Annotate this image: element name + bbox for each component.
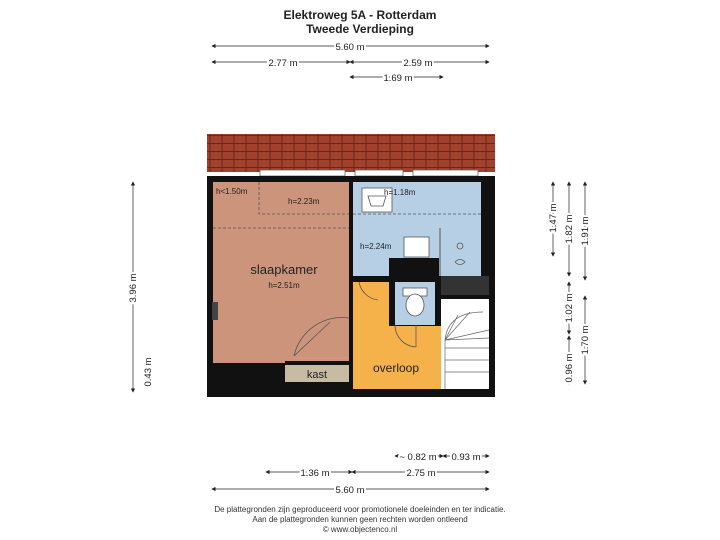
dim-right-3: 1.91 m [580,216,591,245]
roof-tiles [207,134,495,172]
dim-bottom-left: 1.36 m [300,468,329,479]
bedroom-floor [213,182,349,363]
plan-subtitle: Tweede Verdieping [306,22,414,36]
bedroom-name: slaapkamer [250,262,318,277]
washbasin [403,236,430,258]
stair-area [441,299,489,389]
dim-top-sub: 1.69 m [383,73,412,84]
skylight-right [412,169,479,177]
shower-drain [456,242,464,250]
dim-right-4: 1.02 m [564,293,575,322]
bath-sink [361,187,393,213]
dim-bottom-a: ~ 0.82 m [399,452,436,463]
bath-height: h=2.24m [360,242,392,251]
slope-height-label: h=2.23m [288,197,320,206]
dim-right-5: 0.96 m [564,353,575,382]
dim-top-left: 2.77 m [268,58,297,69]
dim-top-total: 5.60 m [335,42,364,53]
dim-right-1: 1.47 m [548,203,559,232]
dim-left-height: 3.96 m [128,273,139,302]
toilet-bowl [405,293,425,317]
bedroom-height: h=2.51m [268,281,300,290]
dim-top-right: 2.59 m [403,58,432,69]
footer-disclaimer-1: De plattegronden zijn geproduceerd voor … [214,505,506,514]
staircase [444,311,490,389]
low-height-label: h<1.50m [216,187,248,196]
closet-name: kast [307,369,327,381]
dim-left-small: 0.43 m [143,357,154,386]
closet-floor [285,363,349,382]
plan-title: Elektroweg 5A - Rotterdam [283,8,437,22]
doors [293,281,417,357]
dim-bottom-total: 5.60 m [335,485,364,496]
dim-right-2: 1.82 m [564,214,575,243]
landing-floor [353,282,441,389]
footer-disclaimer-2: Aan de plattegronden kunnen geen rechten… [252,515,468,524]
dim-bottom-right: 2.75 m [406,468,435,479]
bath-top-height: h=1.18m [384,188,416,197]
dim-bottom-b: 0.93 m [451,452,480,463]
skylight-left [259,169,346,177]
skylight-middle [354,169,404,177]
landing-name: overloop [373,361,419,375]
dim-right-6: 1.70 m [580,325,591,354]
footer-copyright: © www.objectenco.nl [322,525,398,534]
bedroom-radiator [212,302,218,320]
